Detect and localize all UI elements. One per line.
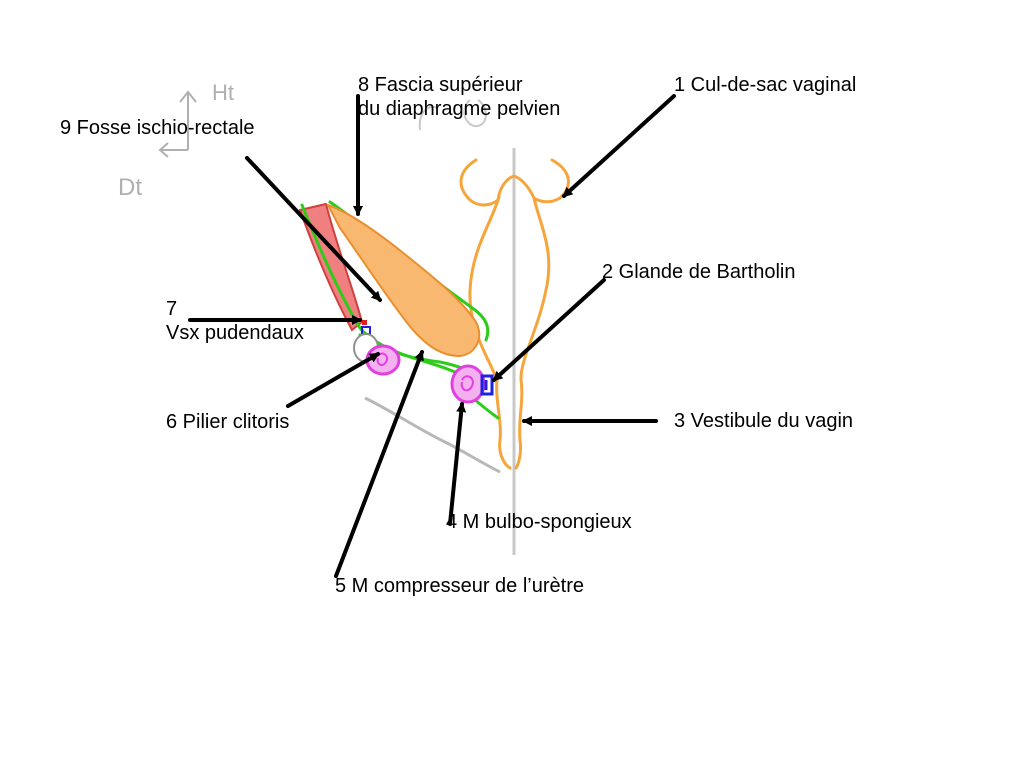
label-2-bartholin: 2 Glande de Bartholin — [602, 261, 796, 283]
levator-muscle — [325, 203, 481, 358]
label-7-pudendal: 7 Vsx pudendaux — [166, 297, 304, 345]
label-7-line1: 7 — [166, 298, 178, 320]
label-8-fascia: 8 Fascia supérieur du diaphragme pelvien — [358, 73, 560, 121]
arrow-1-cul-de-sac — [562, 94, 676, 198]
orientation-sketch: Ht Dt — [118, 80, 487, 201]
label-7-line2: Vsx pudendaux — [166, 322, 304, 344]
label-1-cul-de-sac: 1 Cul-de-sac vaginal — [674, 74, 857, 96]
orientation-up-mark: Ht — [212, 80, 234, 105]
label-8-line2: du diaphragme pelvien — [358, 98, 561, 120]
bartholin-gland — [480, 374, 494, 396]
arrow-9-ischio-rectal — [245, 156, 382, 302]
arrow-2-bartholin — [492, 278, 606, 382]
label-5-urethral-compressor: 5 M compresseur de l’urètre — [335, 575, 584, 597]
clitoral-crus — [365, 344, 401, 376]
arrow-6-clitoral-crus — [286, 352, 380, 408]
vagina-outline — [459, 158, 570, 470]
label-3-vestibule: 3 Vestibule du vagin — [674, 410, 854, 432]
label-4-bulbospongiosus: 4 M bulbo-spongieux — [446, 511, 632, 533]
orientation-up-arrow-icon — [179, 90, 197, 150]
orientation-left-arrow-icon — [158, 142, 188, 158]
orientation-right-mark: Dt — [118, 174, 142, 201]
faint-doodle — [418, 99, 487, 131]
pointer-arrows — [188, 94, 676, 578]
arrow-4-bulbospongiosus — [448, 402, 467, 526]
arrow-5-urethral-compressor — [334, 350, 424, 578]
skin-contour — [364, 396, 501, 474]
label-9-ischio-rectal: 9 Fosse ischio-rectale — [60, 117, 255, 139]
bulbospongiosus-bulb — [450, 364, 486, 404]
label-8-line1: 8 Fascia supérieur — [358, 74, 523, 96]
label-6-clitoral-crus: 6 Pilier clitoris — [166, 411, 290, 433]
